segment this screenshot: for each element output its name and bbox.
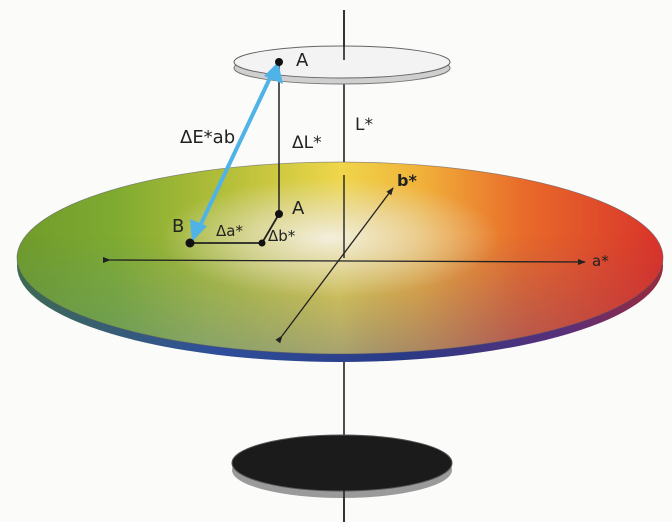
label-delta-e: ΔE*ab bbox=[180, 127, 235, 148]
label-l-axis: L* bbox=[355, 115, 373, 135]
point-a-plane bbox=[275, 210, 283, 218]
label-delta-a: Δa* bbox=[216, 222, 243, 240]
label-delta-b: Δb* bbox=[268, 227, 296, 245]
label-b-axis: b* bbox=[397, 171, 417, 190]
point-b bbox=[186, 239, 195, 248]
bottom-lightness-disc bbox=[232, 435, 452, 498]
label-point-a-plane: A bbox=[292, 198, 305, 219]
label-point-a-top: A bbox=[296, 50, 309, 71]
label-point-b: B bbox=[172, 216, 184, 237]
label-delta-l: ΔL* bbox=[292, 133, 322, 153]
point-corner bbox=[259, 240, 266, 247]
label-a-axis: a* bbox=[592, 252, 609, 270]
point-a-top bbox=[275, 58, 283, 66]
top-lightness-disc bbox=[234, 46, 450, 84]
color-plane bbox=[10, 150, 670, 370]
